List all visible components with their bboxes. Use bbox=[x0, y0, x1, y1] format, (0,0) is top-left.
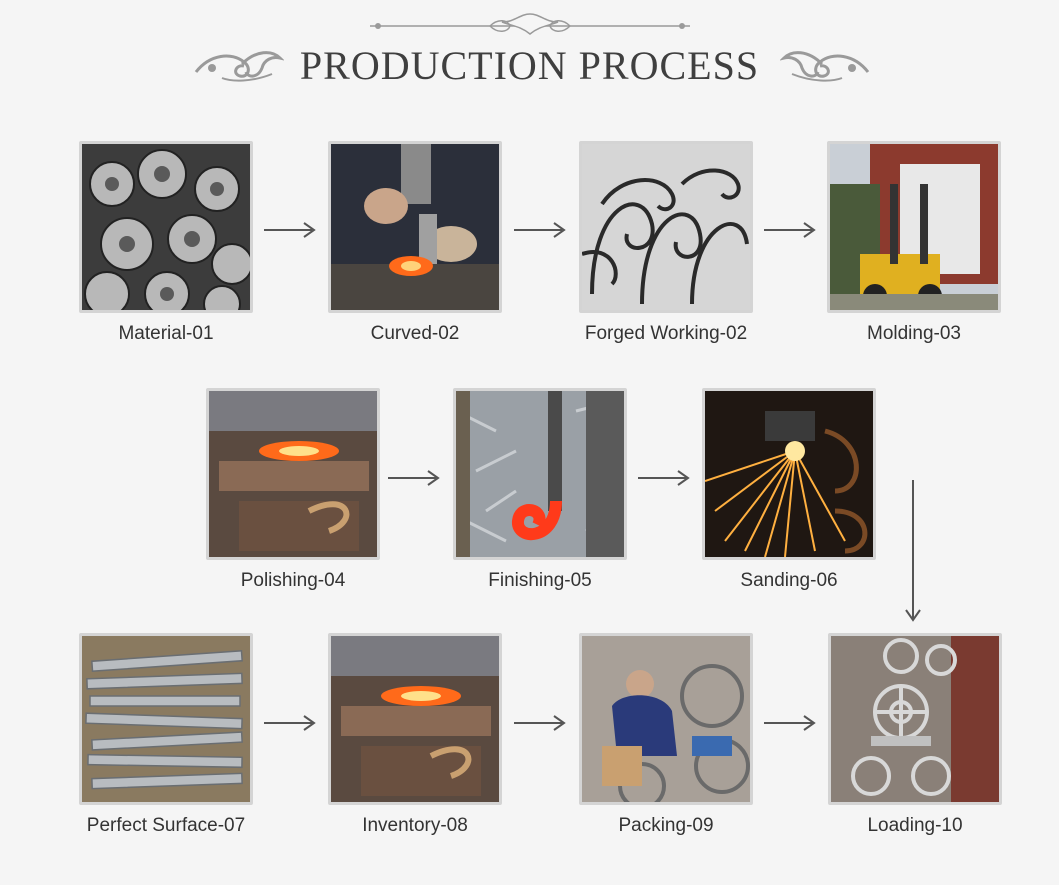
step-photo-scroll-bars bbox=[579, 141, 753, 313]
step-photo-worker-packing bbox=[579, 633, 753, 805]
left-flourish-icon bbox=[194, 51, 284, 82]
step-label: Finishing-05 bbox=[488, 570, 592, 591]
right-flourish-icon bbox=[780, 51, 870, 82]
step-perfect-surface: Perfect Surface-07 bbox=[79, 633, 253, 837]
step-label: Curved-02 bbox=[370, 323, 460, 344]
step-photo-hammering-hot-iron bbox=[328, 141, 502, 313]
arrow-right-icon bbox=[764, 222, 816, 238]
step-label: Sanding-06 bbox=[740, 570, 838, 591]
step-polishing: Polishing-04 bbox=[206, 388, 380, 592]
step-finishing: Finishing-05 bbox=[453, 388, 627, 592]
arrow-right-icon bbox=[388, 470, 440, 486]
step-curved: Curved-02 bbox=[328, 141, 502, 345]
step-material: Material-01 bbox=[79, 141, 253, 345]
arrow-right-icon bbox=[638, 470, 690, 486]
step-photo-finished-panels bbox=[828, 633, 1002, 805]
step-sanding: Sanding-06 bbox=[702, 388, 876, 592]
step-label: Forged Working-02 bbox=[584, 323, 748, 344]
step-photo-heating-bar bbox=[206, 388, 380, 560]
step-label: Loading-10 bbox=[867, 815, 963, 836]
step-label: Molding-03 bbox=[867, 323, 961, 344]
top-ornament-icon bbox=[370, 13, 690, 35]
step-label: Inventory-08 bbox=[362, 815, 468, 836]
step-label: Packing-09 bbox=[618, 815, 714, 836]
step-packing: Packing-09 bbox=[579, 633, 753, 837]
step-photo-stamped-flower-parts bbox=[79, 141, 253, 313]
step-molding: Molding-03 bbox=[827, 141, 1001, 345]
step-label: Polishing-04 bbox=[240, 570, 346, 591]
arrow-right-icon bbox=[264, 222, 316, 238]
page-title: PRODUCTION PROCESS bbox=[299, 43, 760, 88]
step-loading: Loading-10 bbox=[828, 633, 1002, 837]
step-photo-steel-bar-stack bbox=[79, 633, 253, 805]
step-photo-bending-hot-scroll bbox=[453, 388, 627, 560]
step-label: Perfect Surface-07 bbox=[86, 815, 246, 836]
step-label: Material-01 bbox=[118, 323, 214, 344]
step-photo-forklift-container bbox=[827, 141, 1001, 313]
step-forged-working: Forged Working-02 bbox=[579, 141, 753, 345]
arrow-right-icon bbox=[514, 222, 566, 238]
arrow-right-icon bbox=[514, 715, 566, 731]
step-photo-heating-bar bbox=[328, 633, 502, 805]
arrow-right-icon bbox=[764, 715, 816, 731]
step-photo-grinding-sparks bbox=[702, 388, 876, 560]
arrow-down-icon bbox=[905, 480, 921, 622]
step-inventory: Inventory-08 bbox=[328, 633, 502, 837]
arrow-right-icon bbox=[264, 715, 316, 731]
